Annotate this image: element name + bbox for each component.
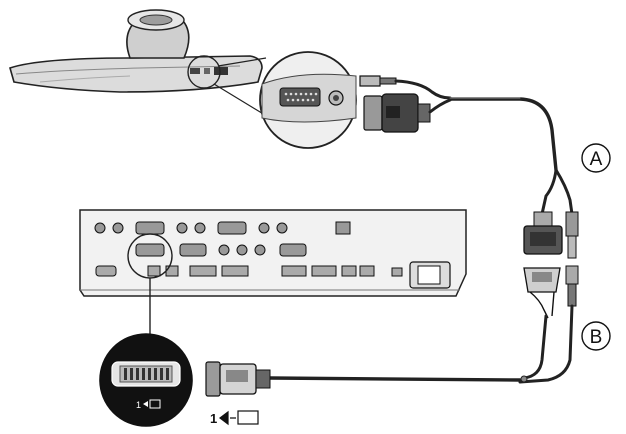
- cable-a-bottom-connectors: [523, 211, 579, 259]
- codec-rear-panel: [79, 209, 467, 297]
- cable-a-wire: [394, 79, 574, 216]
- mic-port-callout-marker: [187, 55, 221, 89]
- display-out-icon: [219, 410, 236, 426]
- cable-b-label: B: [581, 321, 611, 351]
- cable-b-label-text: B: [590, 327, 603, 348]
- table-microphone-unit: [9, 9, 263, 93]
- cable-b-top-connectors: [523, 265, 579, 319]
- port-callout-number: 1: [136, 400, 141, 410]
- cable-a-top-connectors: [359, 75, 431, 133]
- cable-b-wire: [268, 304, 574, 384]
- codec-port-magnifier: 1: [99, 333, 193, 427]
- port-symbol-label: 1: [210, 410, 259, 426]
- cable-a-label: A: [581, 143, 611, 173]
- cable-a-label-text: A: [590, 149, 603, 170]
- cable-b-dvi-connector: [205, 361, 271, 397]
- port-number-text: 1: [210, 411, 217, 426]
- mic-port-magnifier: [259, 51, 357, 149]
